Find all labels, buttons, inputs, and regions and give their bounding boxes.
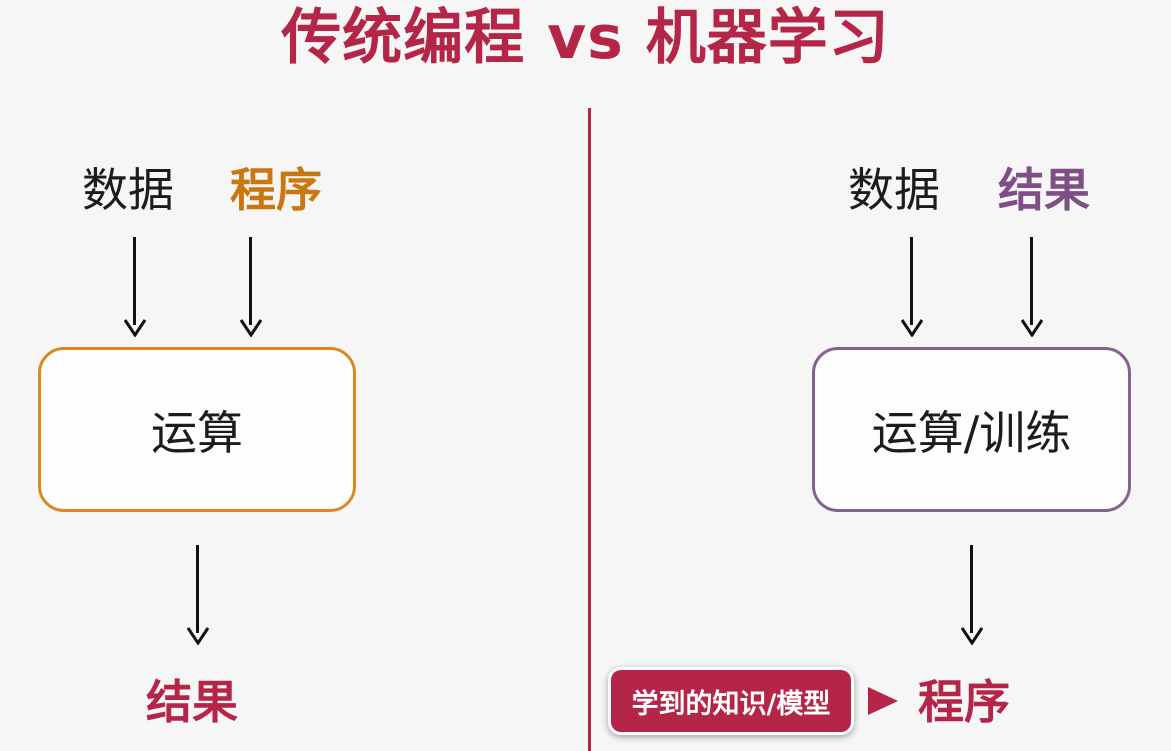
left-input-data-label: 数据	[82, 163, 174, 217]
play-arrow-icon	[868, 687, 898, 715]
left-output-arrow	[184, 545, 212, 646]
right-output-label: 程序	[918, 675, 1010, 729]
right-input-data-label: 数据	[848, 163, 940, 217]
diagram-title: 传统编程 vs 机器学习	[281, 3, 890, 73]
center-divider	[588, 108, 591, 751]
left-input-program-label: 程序	[230, 163, 322, 217]
left-output-label: 结果	[146, 675, 238, 729]
left-process-label: 运算	[151, 405, 243, 460]
left-program-arrow	[237, 237, 265, 338]
right-process-label: 运算/训练	[871, 405, 1072, 460]
right-output-arrow	[958, 545, 986, 646]
learned-knowledge-tag: 学到的知识/模型	[611, 670, 851, 732]
right-data-arrow	[898, 237, 926, 338]
left-process-box: 运算	[38, 347, 356, 512]
right-process-box: 运算/训练	[812, 347, 1131, 512]
left-data-arrow	[121, 237, 149, 338]
right-result-arrow	[1018, 237, 1046, 338]
right-input-result-label: 结果	[998, 163, 1090, 217]
